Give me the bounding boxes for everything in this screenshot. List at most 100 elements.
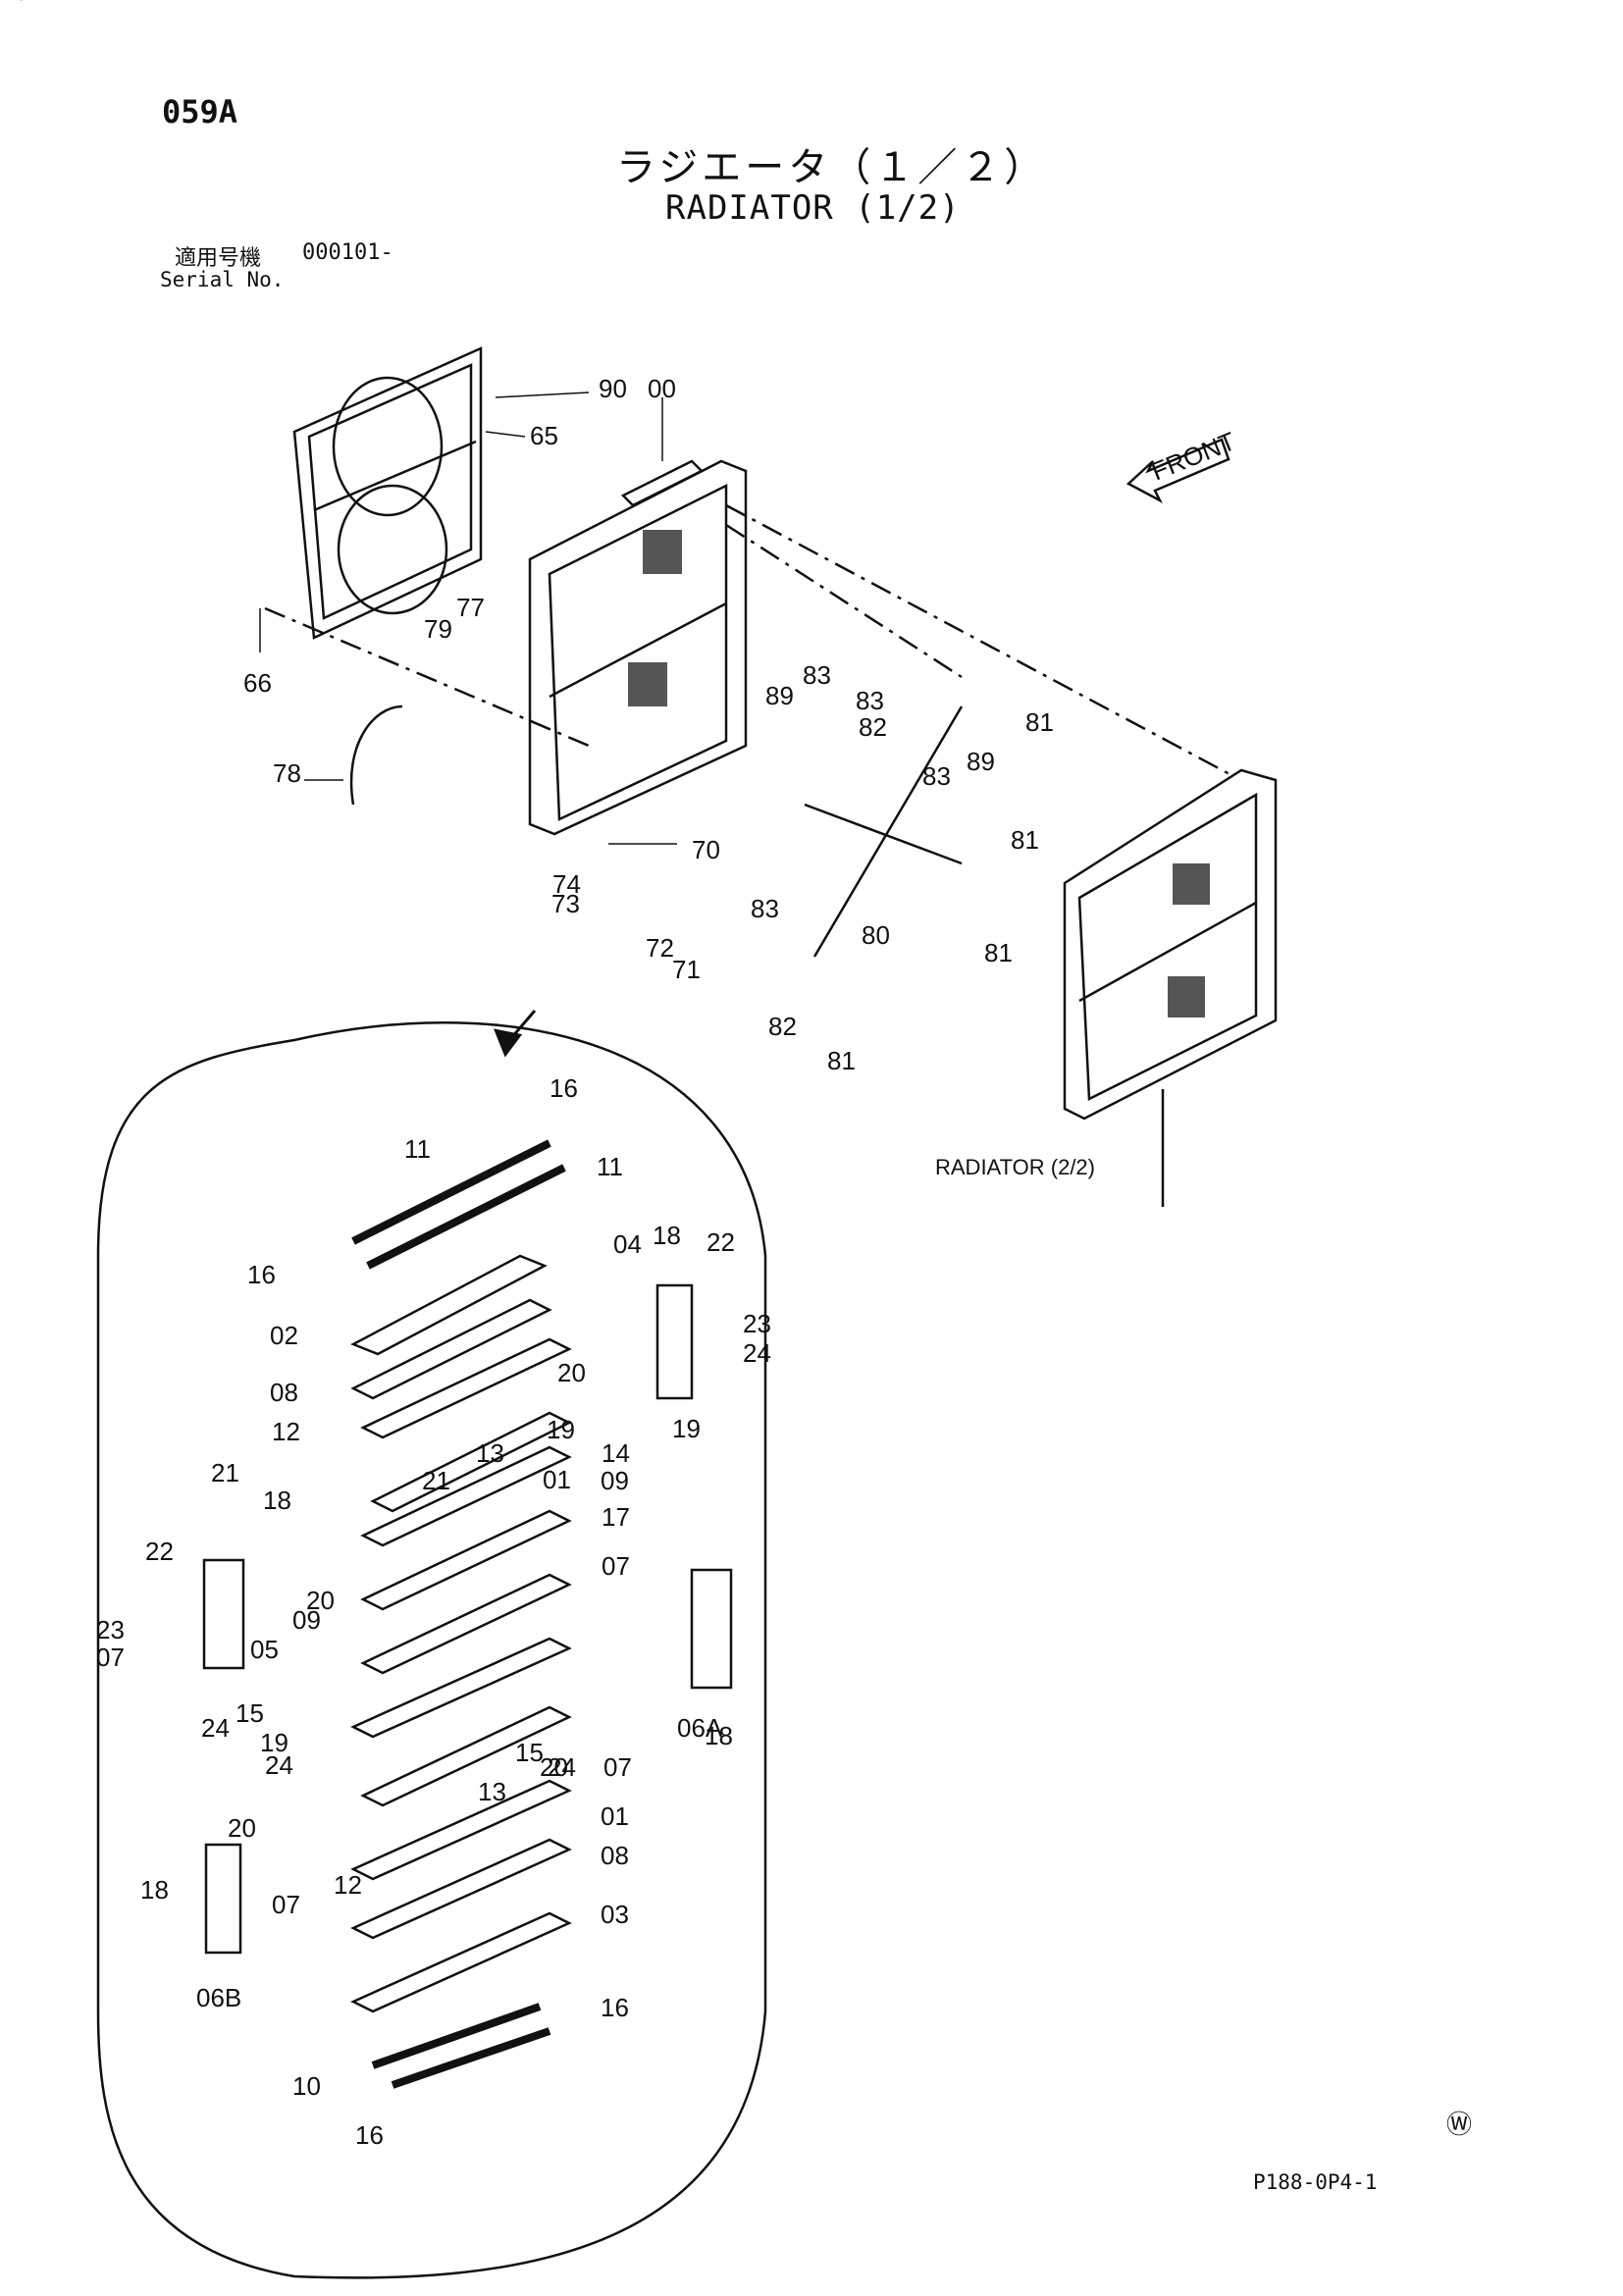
callout-01: 01	[601, 1801, 629, 1831]
radiator-core-main	[528, 459, 748, 836]
callout-04: 04	[613, 1229, 642, 1259]
callout-83: 83	[922, 761, 951, 791]
callout-18: 18	[140, 1875, 169, 1905]
detail-view-outline	[96, 1020, 767, 2279]
callout-81: 81	[984, 938, 1013, 967]
callout-82: 82	[768, 1012, 797, 1041]
fan-shroud	[292, 346, 483, 640]
callout-77: 77	[456, 593, 485, 622]
callout-09: 09	[601, 1466, 629, 1495]
callout-19: 19	[547, 1415, 575, 1444]
detail-core-parts	[350, 1139, 572, 2089]
callout-78: 78	[273, 758, 301, 788]
front-arrow: FRONT	[1126, 426, 1239, 503]
callout-89: 89	[765, 681, 794, 710]
callout-13: 13	[476, 1438, 504, 1468]
callout-07: 07	[603, 1752, 632, 1782]
callout-11: 11	[597, 1152, 623, 1181]
callout-15: 15	[236, 1698, 264, 1728]
callout-10: 10	[0, 0, 28, 6]
callout-83: 83	[856, 686, 884, 715]
callout-73: 73	[551, 889, 580, 918]
callout-89: 89	[967, 747, 995, 776]
callout-82: 82	[859, 712, 887, 742]
callout-02: 02	[270, 1321, 298, 1350]
callout-71: 71	[672, 955, 701, 984]
bracket-06a	[690, 1568, 733, 1690]
drawing-code: P188-0P4-1	[1253, 2170, 1378, 2194]
callout-01: 01	[543, 1465, 571, 1494]
callout-74: 74	[552, 869, 581, 899]
callout-21: 21	[422, 1466, 450, 1495]
callout-16: 16	[355, 2120, 384, 2150]
callout-70: 70	[692, 835, 720, 864]
callout-08: 08	[270, 1378, 298, 1407]
callout-90: 90	[599, 374, 627, 403]
radiator-core-2-2	[1063, 768, 1278, 1207]
callout-24: 24	[201, 1713, 230, 1743]
callout-24: 24	[265, 1750, 293, 1780]
front-arrow-label: FRONT	[1147, 426, 1239, 486]
callout-15: 15	[515, 1738, 544, 1767]
page-title-en: RADIATOR (1/2)	[665, 188, 961, 228]
callout-18: 18	[263, 1486, 291, 1515]
callout-07: 07	[602, 1551, 630, 1581]
callout-07: 07	[96, 1643, 125, 1672]
callout-22: 22	[145, 1537, 174, 1566]
callout-06A: 06A	[677, 1713, 723, 1743]
callout-20: 20	[540, 1752, 568, 1782]
callout-06B: 06B	[196, 1983, 241, 2012]
callout-12: 12	[334, 1870, 362, 1900]
callout-00: 00	[648, 374, 676, 403]
callout-08: 08	[601, 1841, 629, 1870]
callout-81: 81	[827, 1046, 856, 1075]
callout-05: 05	[250, 1635, 279, 1664]
callout-65: 65	[530, 421, 558, 450]
callout-24: 24	[743, 1338, 771, 1368]
bracket-04	[655, 1283, 694, 1400]
callout-22: 22	[707, 1227, 735, 1257]
callout-17: 17	[602, 1502, 630, 1532]
callout-20: 20	[228, 1813, 256, 1843]
callout-83: 83	[803, 660, 831, 690]
callout-12: 12	[272, 1417, 300, 1446]
callout-09: 09	[292, 1605, 321, 1635]
bracket-05	[202, 1558, 245, 1670]
serial-label-jp: 適用号機	[175, 246, 262, 271]
callout-16: 16	[601, 1993, 629, 2022]
callout-14: 14	[602, 1438, 630, 1468]
serial-label-en: Serial No.	[160, 268, 285, 291]
callout-03: 03	[601, 1900, 629, 1929]
callout-72: 72	[646, 933, 674, 963]
callout-11: 11	[404, 1134, 431, 1164]
callout-81: 81	[1011, 825, 1039, 855]
callout-18: 18	[705, 1721, 733, 1750]
callout-10: 10	[292, 2071, 321, 2101]
radiator-2-2-label: RADIATOR (2/2)	[935, 1155, 1095, 1179]
callout-79: 79	[424, 614, 452, 644]
callout-23: 23	[96, 1615, 125, 1644]
assembly-guide-lines	[264, 503, 1232, 777]
callout-19: 19	[672, 1414, 701, 1443]
callout-16: 16	[247, 1260, 276, 1289]
watermark-w-symbol: Ⓦ	[1446, 2111, 1473, 2140]
callout-16: 16	[550, 1073, 578, 1103]
callout-83: 83	[751, 894, 779, 923]
callout-20: 20	[306, 1586, 335, 1615]
callout-20: 20	[557, 1358, 586, 1387]
callout-80: 80	[862, 920, 890, 950]
callout-13: 13	[478, 1777, 506, 1806]
hose	[349, 704, 403, 806]
bracket-06b	[204, 1843, 242, 1955]
callout-81: 81	[1025, 707, 1054, 737]
serial-value: 000101-	[302, 240, 393, 265]
callout-23: 23	[743, 1309, 771, 1338]
callout-24: 24	[548, 1752, 576, 1782]
page-code: 059A	[162, 93, 238, 130]
callout-66: 66	[243, 668, 272, 698]
callout-21: 21	[211, 1458, 239, 1487]
callout-19: 19	[260, 1728, 288, 1757]
page-title-jp: ラジエータ（１／２）	[616, 145, 1048, 190]
callout-18: 18	[653, 1221, 681, 1250]
